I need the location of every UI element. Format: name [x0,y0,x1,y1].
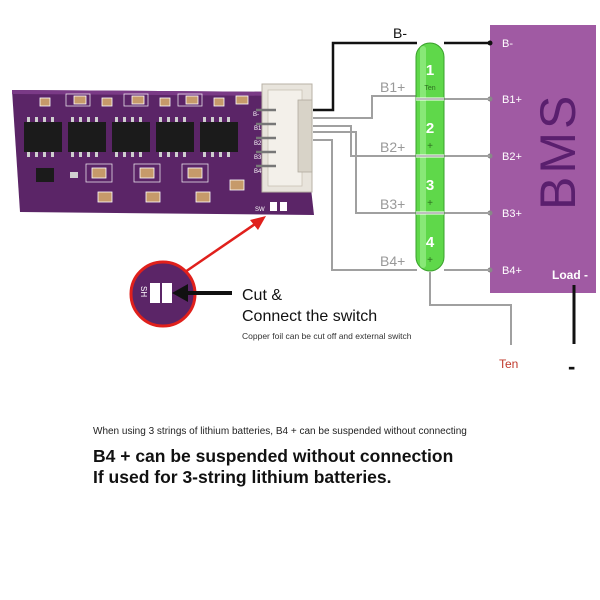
cut-note: Copper foil can be cut off and external … [242,331,412,341]
terminal-b4: B4+ [502,265,522,277]
pcb-pin-b4: B4 [254,169,262,175]
wire-b4 [313,139,417,271]
wire-label-b1: B1+ [380,79,405,95]
pcb-pin-b-minus: B- [253,112,259,118]
cell-2-plus: + [427,141,433,152]
red-arrow [184,220,259,274]
cell-1-ten: Ten [424,85,435,92]
cell-2-label: 2 [426,120,434,137]
pcb-pin-b2: B2 [254,141,262,147]
cell-1-label: 1 [426,62,434,79]
cell-3-label: 3 [426,177,434,194]
cell-3-plus: + [427,198,433,209]
note-small: When using 3 strings of lithium batterie… [93,426,467,437]
pcb-board: B- B1 B2 B3 B4 SW [12,90,314,215]
wires [313,41,576,345]
terminal-b3: B3+ [502,208,522,220]
cut-line-2: Connect the switch [242,308,378,325]
bms-box [490,25,596,293]
load-label: Load - [552,268,588,282]
pcb-pin-b1: B1 [254,126,262,132]
battery-cells: 1 Ten 2 + 3 + 4 + [415,42,445,272]
switch-zoom: SH [129,260,232,328]
wire-b-minus [313,41,417,112]
cell-4-label: 4 [426,234,435,251]
note-big-line-2: If used for 3-string lithium batteries. [93,467,392,487]
minus-mark: - [568,354,575,379]
wire-b1 [313,95,417,119]
wire-label-b3: B3+ [380,196,405,212]
wire-label-b2: B2+ [380,139,405,155]
wire-label-b-minus: B- [393,25,407,41]
ten-label: Ten [499,357,518,371]
cell-4-plus: + [427,255,433,266]
pcb-pin-b3: B3 [254,155,262,161]
terminal-b-minus: B- [502,38,513,50]
bms-box-label: BMS [530,93,586,210]
terminal-b1: B1+ [502,94,522,106]
note-big: B4 + can be suspended without connection… [93,446,453,488]
cut-line-1: Cut & [242,287,283,304]
note-big-line-1: B4 + can be suspended without connection [93,446,454,466]
wire-ten [429,272,512,345]
zoom-switch-label: SH [139,286,148,297]
wire-label-b4: B4+ [380,253,405,269]
pcb-switch-label: SW [255,207,265,213]
jst-connector [256,83,313,193]
cut-title: Cut & Connect the switch [242,285,377,327]
terminal-b2: B2+ [502,151,522,163]
wire-b2 [313,125,417,157]
wire-b3 [313,131,417,214]
